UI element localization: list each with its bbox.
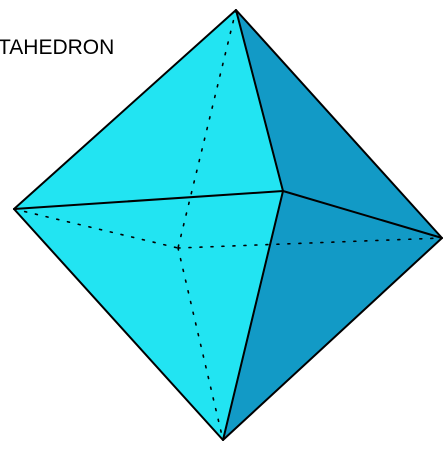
- edge-front-bottom: [222, 190, 284, 441]
- hidden-edge-back-right: [177, 237, 443, 249]
- hidden-edges: [13, 9, 443, 441]
- diagram-title: TAHEDRON: [0, 36, 114, 59]
- hidden-edge-top-back: [177, 9, 237, 249]
- hidden-edge-back-bottom: [177, 247, 224, 441]
- visible-edges: [13, 9, 443, 441]
- edge-top-front: [235, 9, 284, 192]
- face-lower-left: [14, 191, 283, 440]
- face-lower-right: [223, 191, 442, 440]
- edge-left-front: [13, 190, 284, 210]
- edge-top-left: [13, 9, 237, 210]
- edge-top-right: [235, 9, 443, 239]
- edge-left-bottom: [13, 208, 224, 441]
- edge-right-bottom: [222, 237, 443, 441]
- edge-front-right: [282, 190, 443, 239]
- face-upper-left: [14, 10, 283, 209]
